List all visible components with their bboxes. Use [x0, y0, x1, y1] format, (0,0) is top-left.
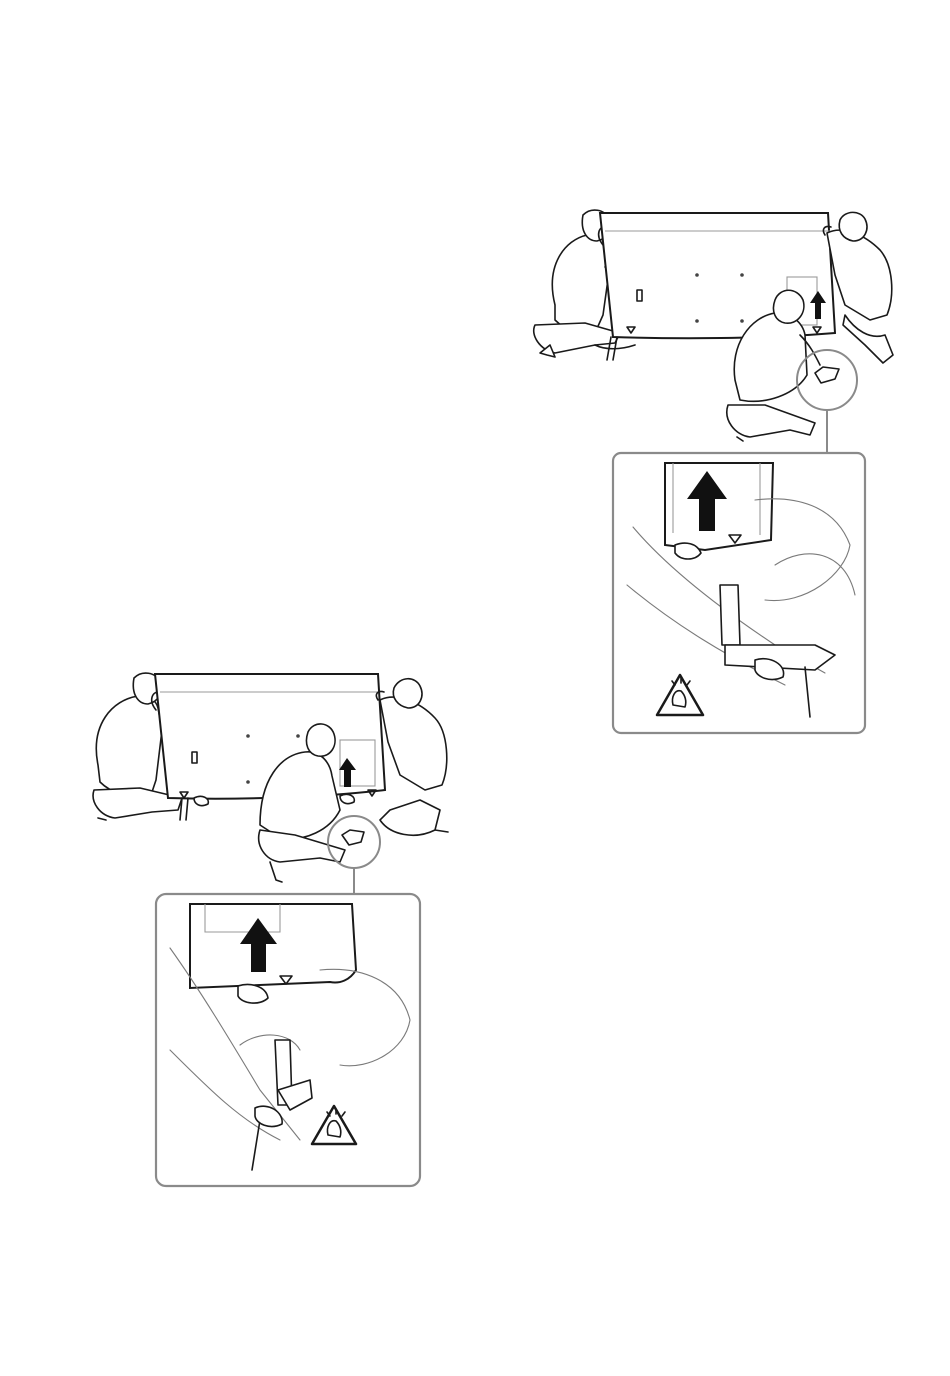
figure-left	[90, 670, 455, 1190]
figure-right	[525, 205, 905, 740]
detail-callout-circle	[328, 816, 380, 868]
person-right	[376, 679, 448, 835]
tv-removal-scene-left	[90, 670, 455, 1190]
tv-removal-scene-right	[525, 205, 905, 740]
detail-callout-circle	[797, 350, 857, 410]
person-right	[823, 212, 893, 363]
